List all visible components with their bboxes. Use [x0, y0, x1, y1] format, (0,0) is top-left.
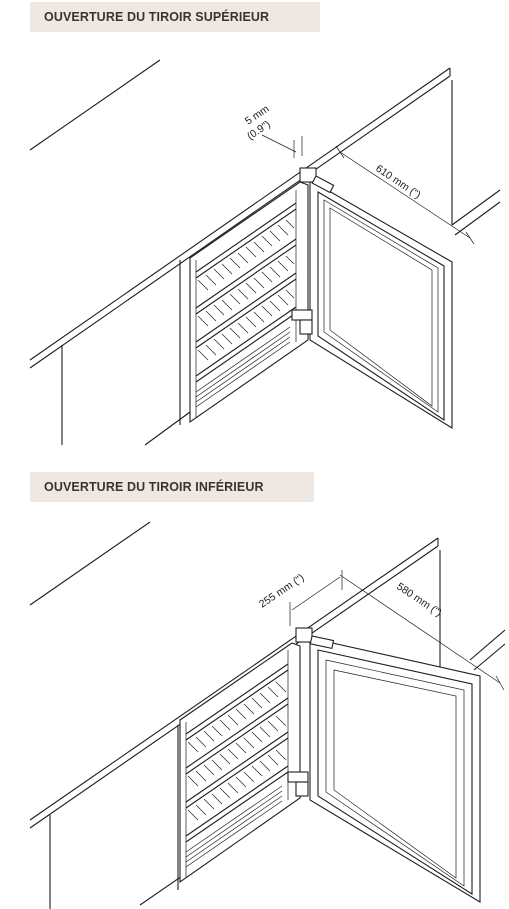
clearance-dimension: 255 mm (")	[257, 570, 343, 626]
wine-shelves	[185, 663, 289, 843]
wine-shelves	[195, 202, 297, 383]
cabinet-wall	[439, 550, 506, 671]
depth-label: 580 mm (")	[394, 581, 443, 620]
door-hinges	[291, 167, 335, 335]
adjacent-cabinet	[49, 725, 186, 909]
section-title-lower-drawer: OUVERTURE DU TIROIR INFÉRIEUR	[30, 472, 314, 502]
adjacent-cabinet	[61, 260, 191, 446]
gap-dimension: 5 mm (0.9")	[243, 103, 303, 158]
door-hinges	[287, 627, 335, 797]
wine-cooler-body	[179, 642, 301, 884]
lower-drawer-opening-diagram: 255 mm (") 580 mm (")	[29, 521, 506, 909]
section-title-upper-drawer: OUVERTURE DU TIROIR SUPÉRIEUR	[30, 2, 320, 32]
countertop	[29, 59, 451, 369]
cabinet-wall	[451, 80, 501, 236]
depth-label: 610 mm (")	[373, 163, 422, 202]
clearance-label: 255 mm (")	[257, 572, 306, 611]
wine-cooler-body	[189, 181, 309, 424]
upper-drawer-opening-diagram: 5 mm (0.9") 610 mm (")	[29, 59, 501, 446]
open-door	[309, 179, 453, 429]
open-door	[309, 637, 481, 903]
